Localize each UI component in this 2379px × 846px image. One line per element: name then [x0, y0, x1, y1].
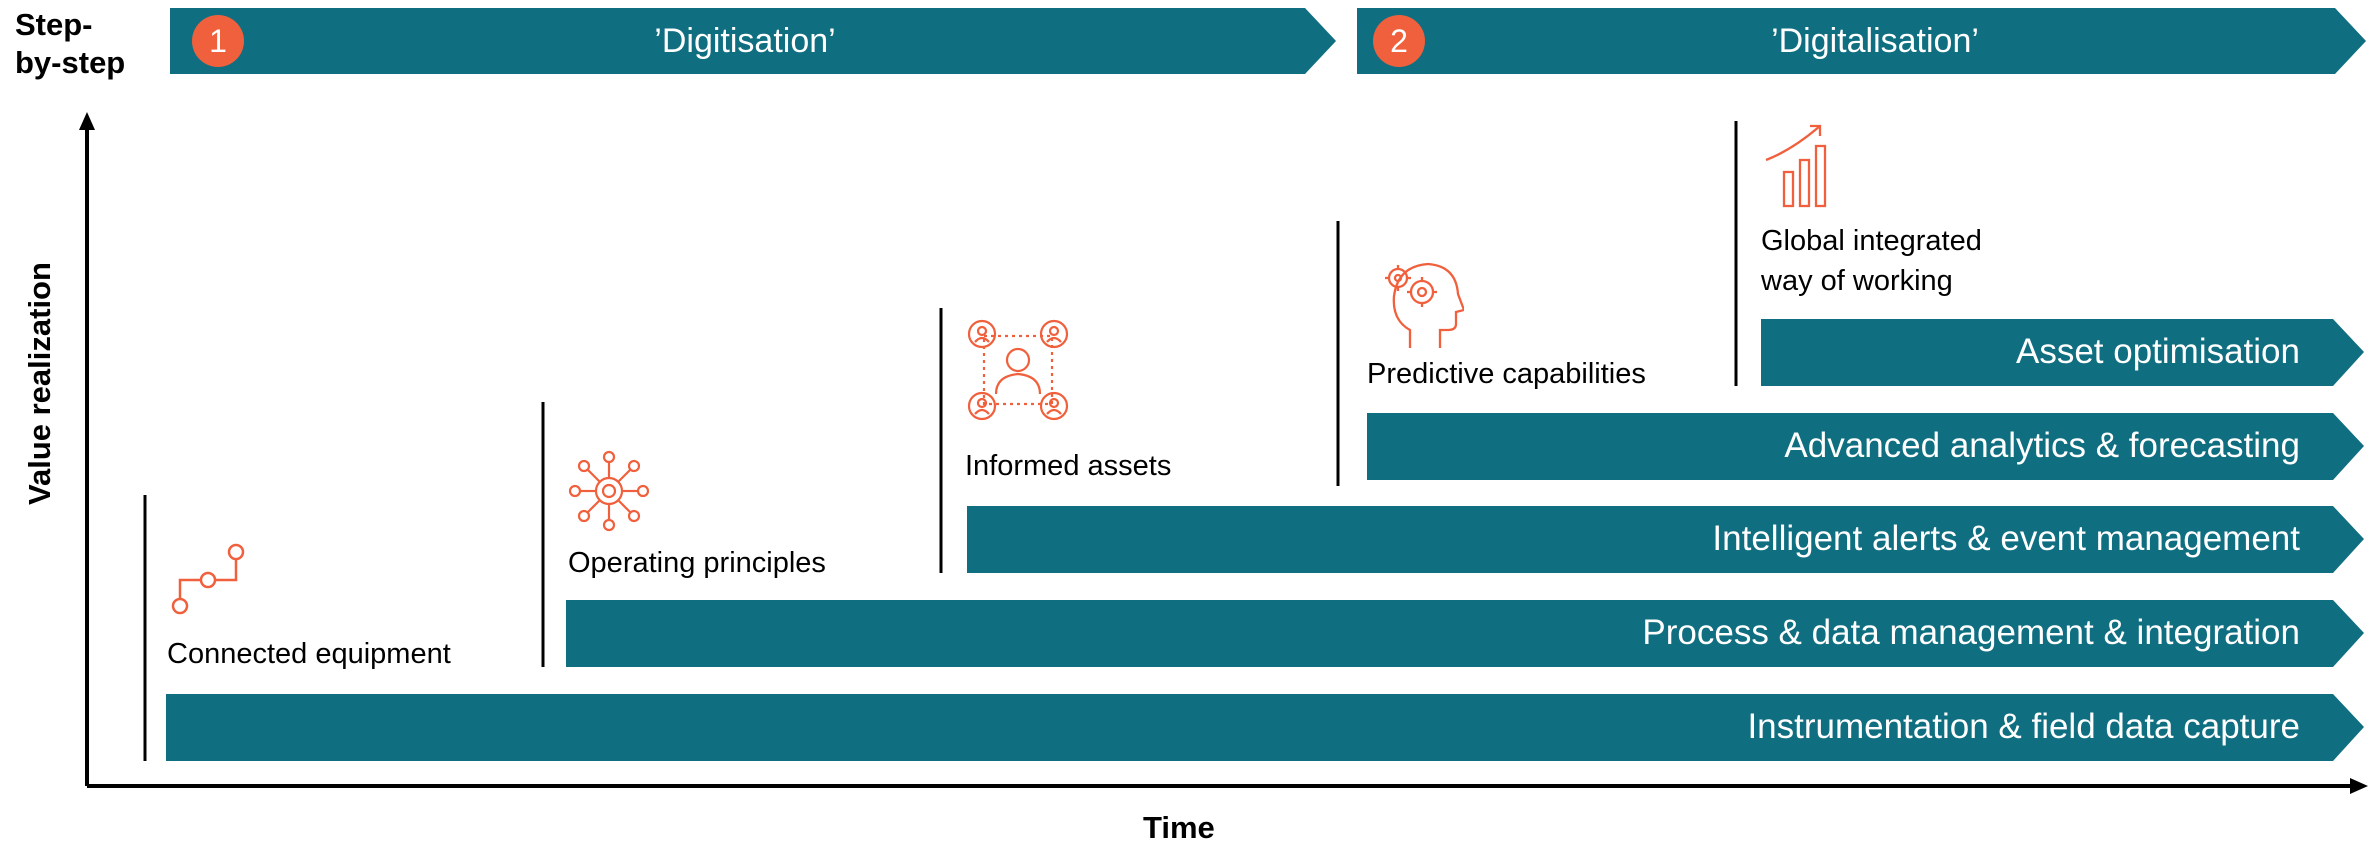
bar-asset-optimisation — [1761, 319, 2364, 386]
phase-chevron-digitisation — [170, 8, 1336, 74]
bar-label-process-data: Process & data management & integration — [1642, 613, 2300, 652]
y-axis-arrowhead — [79, 112, 95, 130]
step-by-step-label: Step- by-step — [15, 6, 125, 82]
stage-label-connected-equipment: Connected equipment — [167, 638, 451, 670]
bar-label-instrumentation: Instrumentation & field data capture — [1747, 707, 2300, 746]
phase-1-label: ’Digitisation’ — [654, 22, 836, 60]
phase-2-badge: 2 — [1373, 15, 1425, 67]
bar-label-intelligent-alerts: Intelligent alerts & event management — [1712, 519, 2300, 558]
stage-label-informed-assets: Informed assets — [965, 450, 1172, 482]
connected-nodes-icon — [171, 543, 245, 615]
gear-network-icon — [568, 450, 650, 532]
bar-instrumentation — [166, 694, 2364, 761]
people-network-icon — [967, 319, 1069, 421]
x-axis-arrowhead — [2350, 778, 2368, 794]
stage-label-operating-principles: Operating principles — [568, 547, 826, 579]
bar-intelligent-alerts — [967, 506, 2364, 573]
stage-label-global-line2: way of working — [1761, 265, 1953, 297]
stage-label-global-integrated: Global integrated way of working — [1761, 221, 1982, 301]
step-by-step-line1: Step- — [15, 7, 93, 42]
bar-label-advanced-analytics: Advanced analytics & forecasting — [1784, 426, 2300, 465]
phase-2-label: ’Digitalisation’ — [1771, 22, 1979, 60]
bar-label-asset-optimisation: Asset optimisation — [2015, 332, 2300, 371]
x-axis-title: Time — [1143, 810, 1215, 845]
head-gears-icon — [1385, 262, 1464, 348]
bar-advanced-analytics — [1367, 413, 2364, 480]
stage-label-global-line1: Global integrated — [1761, 225, 1982, 257]
growth-chart-icon — [1765, 124, 1827, 208]
stage-label-predictive-capabilities: Predictive capabilities — [1367, 358, 1646, 390]
phase-chevron-digitalisation — [1357, 8, 2366, 74]
bar-process-data — [566, 600, 2364, 667]
y-axis-title: Value realization — [22, 262, 57, 505]
step-by-step-line2: by-step — [15, 45, 126, 80]
phase-1-badge: 1 — [192, 15, 244, 67]
